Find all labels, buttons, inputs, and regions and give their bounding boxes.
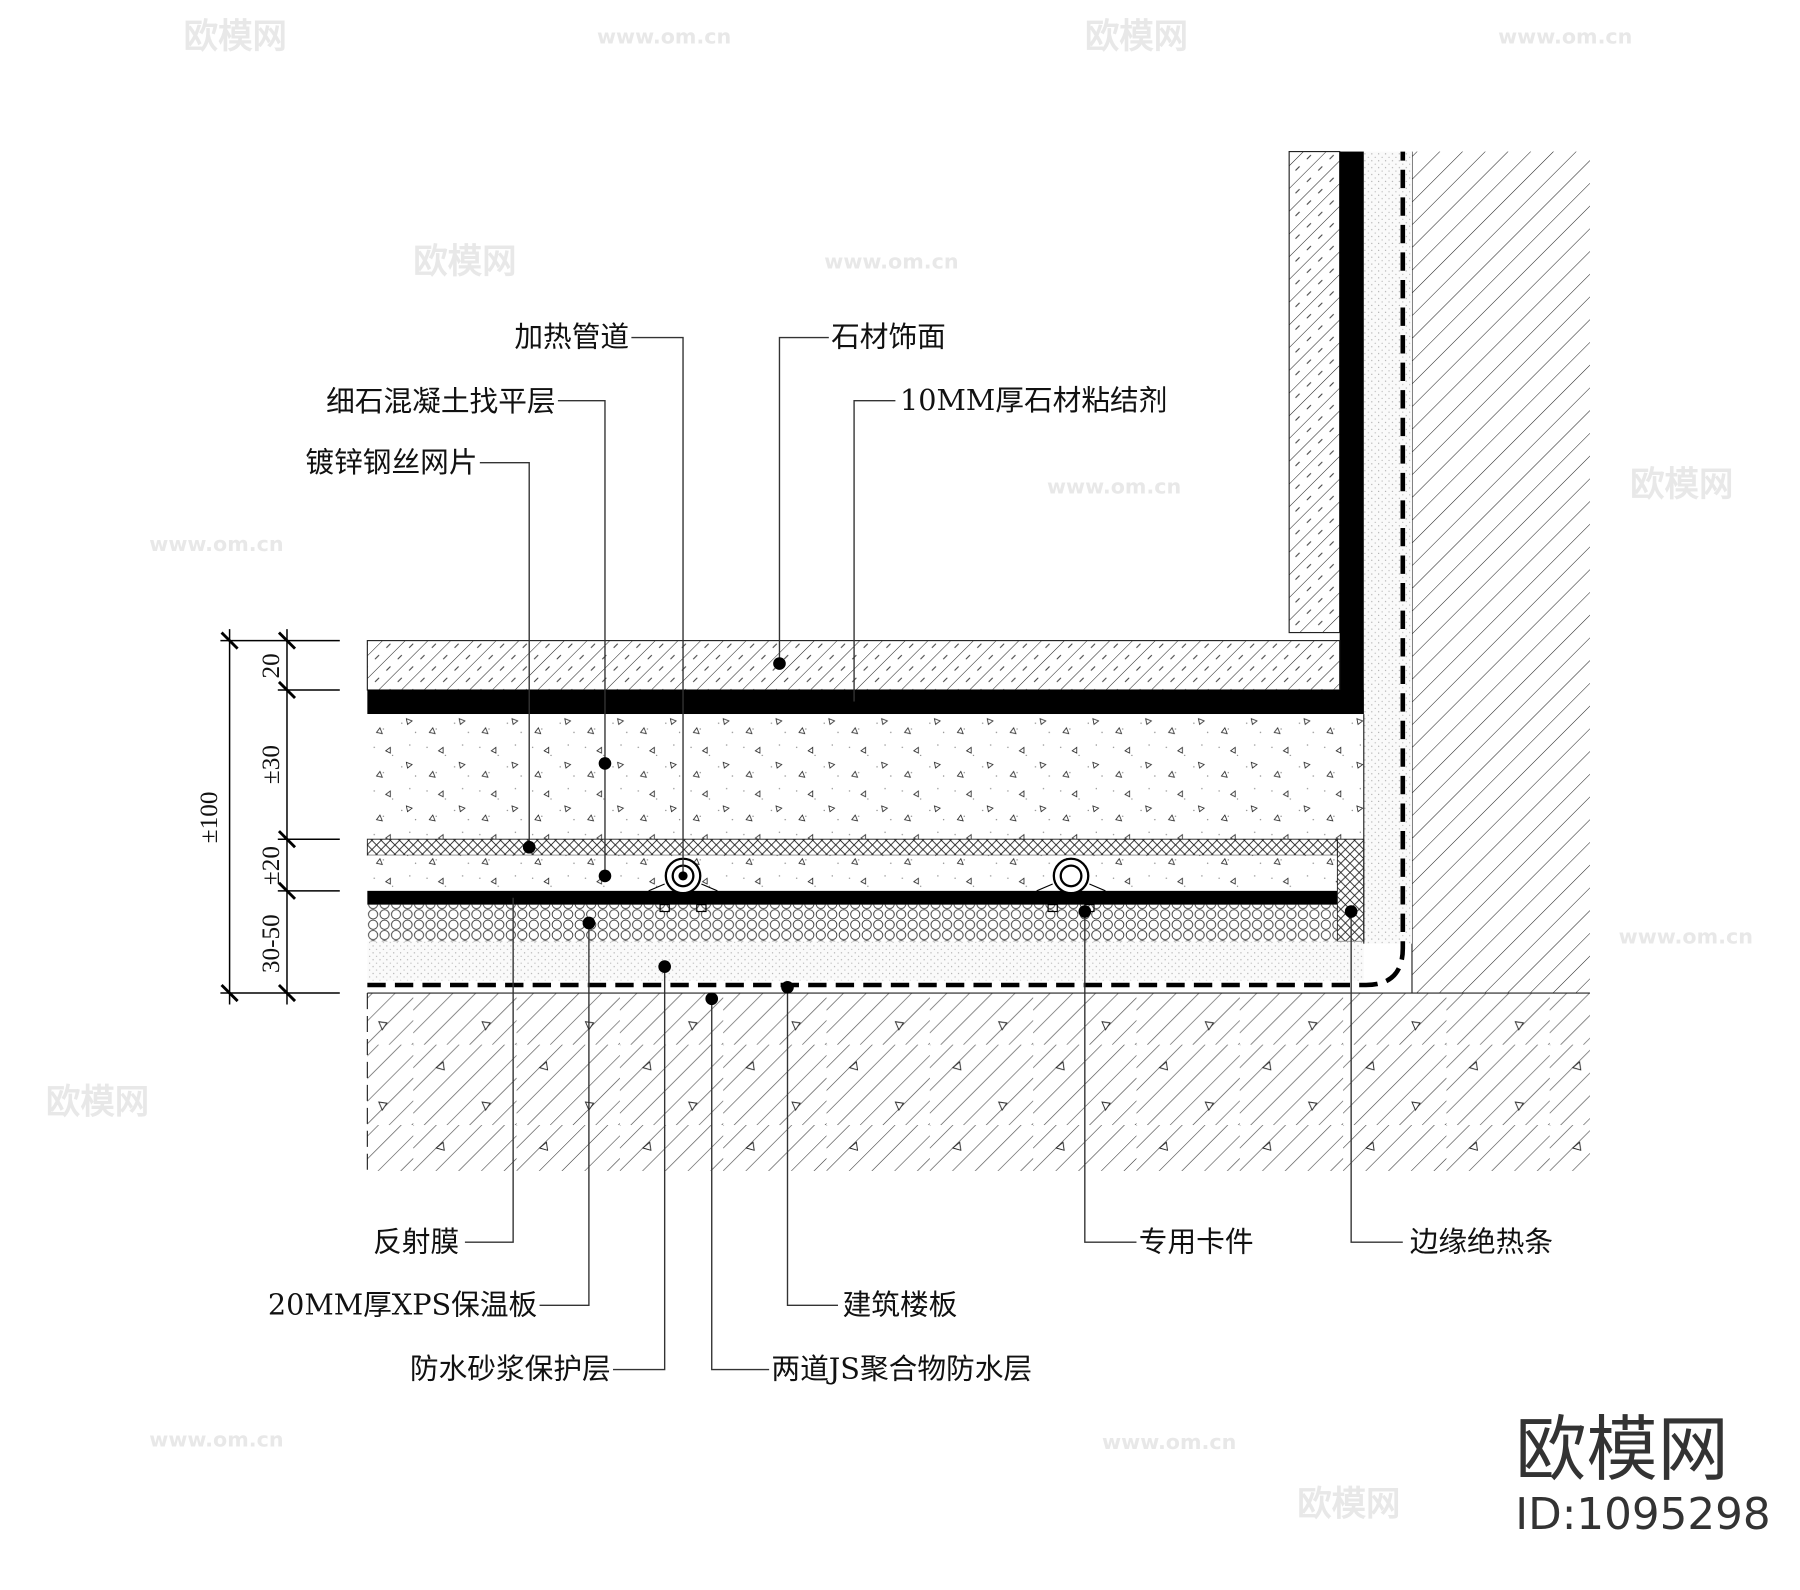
watermark-url: www.om.cn <box>1102 1430 1236 1454</box>
label-stone-finish: 石材饰面 <box>831 320 946 354</box>
watermark-brand: 欧模网 <box>1085 17 1188 57</box>
watermark-url: www.om.cn <box>1047 475 1181 499</box>
heating-pipe <box>1036 857 1106 913</box>
dim-insulation: 30-50 <box>257 914 285 973</box>
dim-concrete: ±30 <box>257 745 285 784</box>
leader-lines <box>464 336 1403 1371</box>
watermark-brand: 欧模网 <box>1297 1484 1400 1524</box>
fine-concrete-layer <box>367 714 1364 840</box>
dim-pipe-layer: ±20 <box>257 846 285 885</box>
watermarks: 欧模网 www.om.cn 欧模网 www.om.cn 欧模网 www.om.c… <box>46 17 1753 1524</box>
watermark-url: www.om.cn <box>149 532 283 556</box>
label-fine-concrete: 细石混凝土找平层 <box>326 384 556 418</box>
lower-concrete-layer <box>367 855 1338 891</box>
brand-logo: 欧模网 <box>1515 1408 1728 1491</box>
xps-board-layer <box>367 904 1338 942</box>
label-clip: 专用卡件 <box>1139 1224 1254 1258</box>
watermark-url: www.om.cn <box>824 250 958 274</box>
watermark-url: www.om.cn <box>149 1427 283 1451</box>
reflective-film-layer <box>367 890 1338 905</box>
mortar-protection-layer <box>367 941 1364 981</box>
watermark-url: www.om.cn <box>597 25 731 49</box>
dimension-lines <box>220 629 340 1005</box>
label-reflective-film: 反射膜 <box>373 1224 459 1258</box>
floor-slab <box>367 993 1590 1171</box>
label-steel-mesh: 镀锌钢丝网片 <box>305 445 477 479</box>
waterproof-membrane <box>367 151 1406 988</box>
watermark-brand: 欧模网 <box>1630 465 1733 505</box>
dim-total: ±100 <box>195 792 223 844</box>
watermark-brand: 欧模网 <box>184 17 287 57</box>
watermark-url: www.om.cn <box>1619 925 1753 949</box>
label-xps-board: 20MM厚XPS保温板 <box>268 1287 537 1321</box>
watermark-brand: 欧模网 <box>46 1083 149 1123</box>
wall-structure <box>1411 151 1590 994</box>
label-heating-pipe: 加热管道 <box>514 320 629 354</box>
wall-adhesive-layer <box>1339 151 1364 715</box>
wall-stone-finish <box>1288 150 1341 634</box>
label-waterproof: 两道JS聚合物防水层 <box>771 1352 1032 1386</box>
stone-adhesive-layer <box>367 689 1364 715</box>
watermark-brand: 欧模网 <box>413 242 516 282</box>
label-stone-adhesive: 10MM厚石材粘结剂 <box>900 383 1167 417</box>
label-floor-slab: 建筑楼板 <box>843 1287 958 1321</box>
steel-mesh-layer <box>366 838 1338 856</box>
model-id: ID:1095298 <box>1515 1490 1770 1540</box>
watermark-url: www.om.cn <box>1498 25 1632 49</box>
label-edge-strip: 边缘绝热条 <box>1410 1224 1553 1258</box>
dim-stone: 20 <box>257 653 285 678</box>
label-mortar: 防水砂浆保护层 <box>410 1352 611 1386</box>
